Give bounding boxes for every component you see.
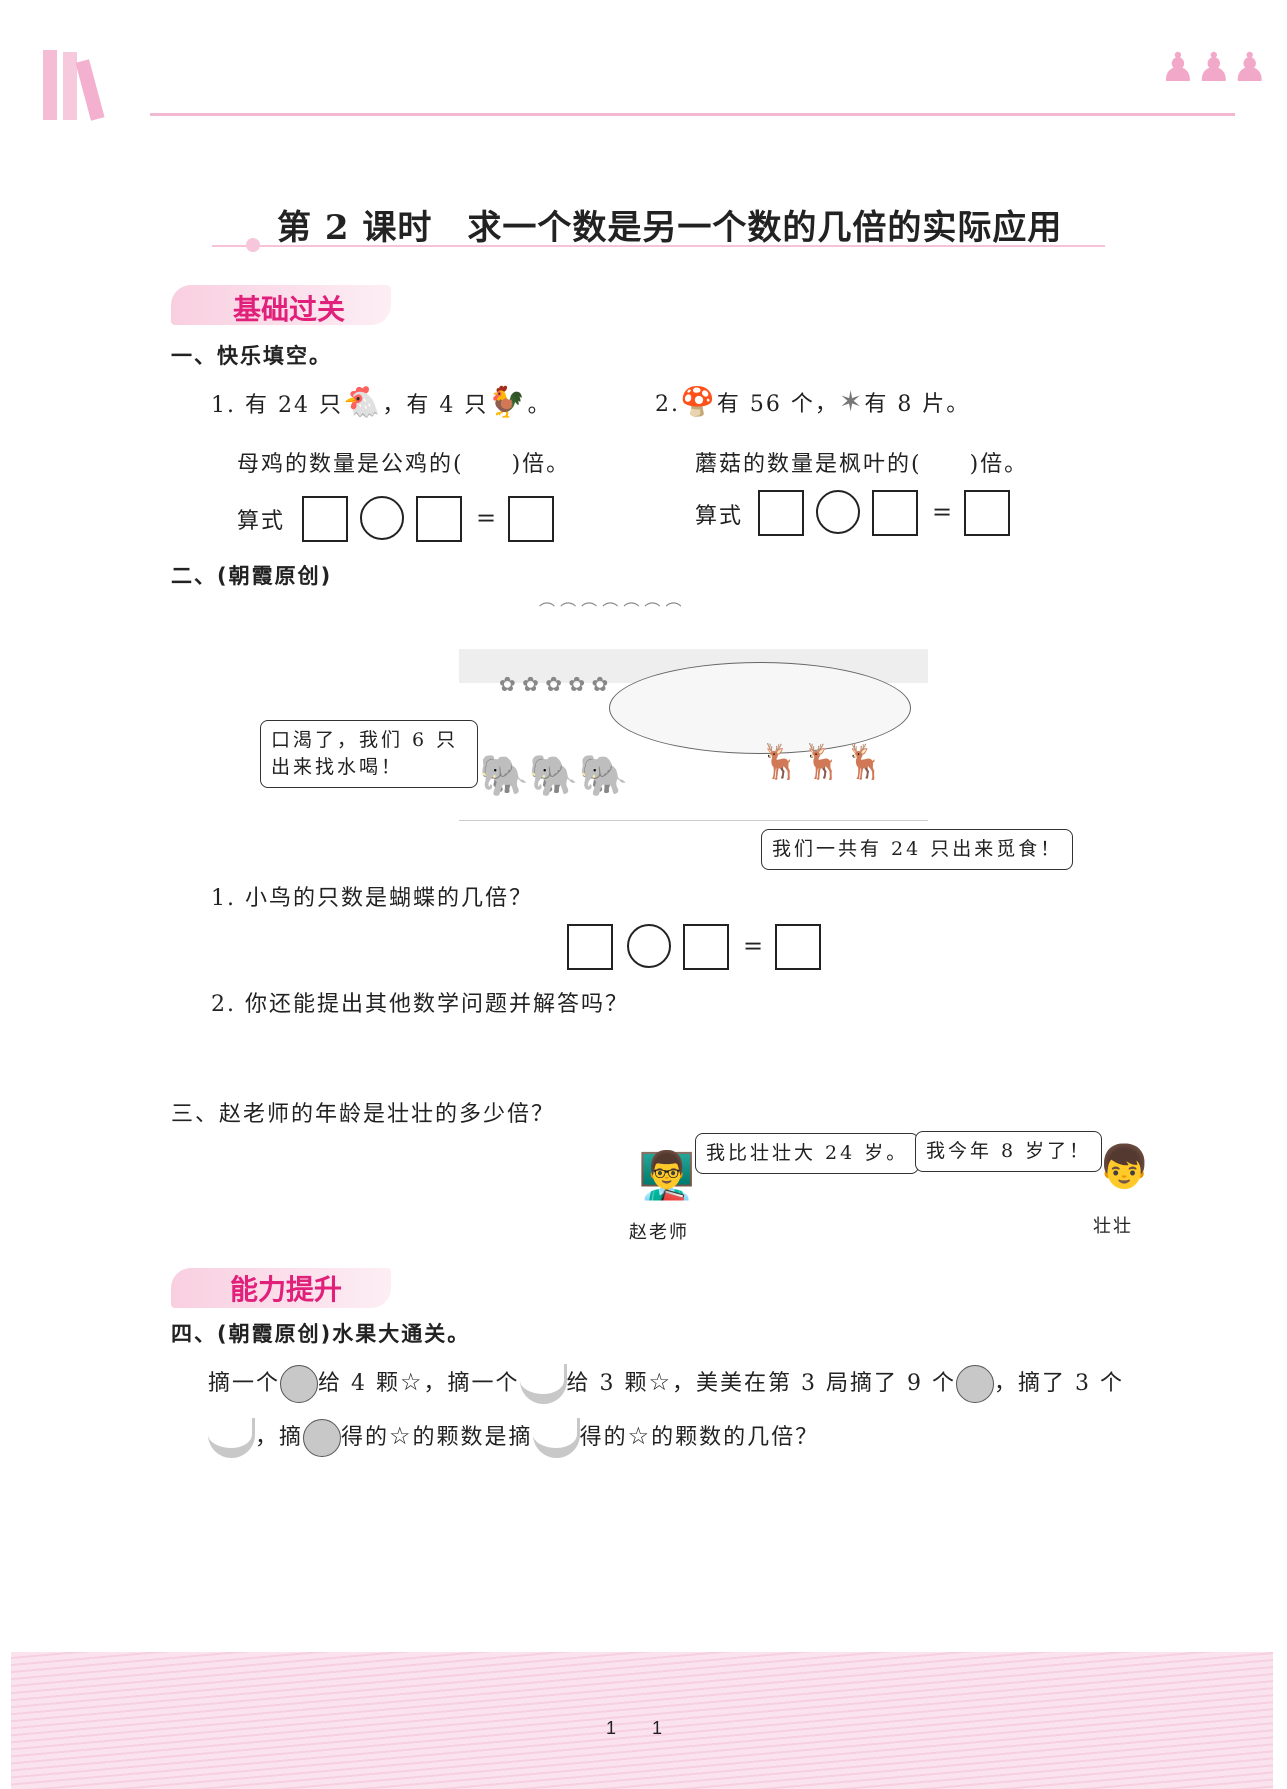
- speech-bubble-teacher: 我比壮壮大 24 岁。: [695, 1133, 920, 1174]
- section-advanced: 能力提升: [230, 1273, 343, 1306]
- answer-box[interactable]: [416, 496, 462, 542]
- footer-band: [11, 1652, 1273, 1789]
- q4-heading: 四、(朝霞原创)水果大通关。: [171, 1322, 471, 1346]
- equals-sign: =: [476, 504, 497, 532]
- operator-circle[interactable]: [627, 924, 671, 968]
- section-basic: 基础过关: [233, 293, 346, 326]
- banana-icon: [519, 1364, 567, 1404]
- q1-heading: 一、快乐填空。: [171, 344, 332, 368]
- q4-text: 的颗数是摘: [412, 1425, 533, 1450]
- animals-lake-illustration: 🐘🐘🐘 🦌🦌🦌 ✿ ✿ ✿ ✿ ✿ ⌒ ⌒ ⌒ ⌒ ⌒ ⌒ ⌒: [459, 592, 928, 821]
- answer-box[interactable]: [872, 490, 918, 536]
- star-icon: ☆: [648, 1368, 673, 1396]
- q4-text: 给 4 颗: [318, 1371, 400, 1396]
- answer-box[interactable]: [683, 924, 729, 970]
- q4-text: 得的: [341, 1425, 390, 1450]
- boy-icon: 👦: [1098, 1142, 1151, 1191]
- mushroom-icon: 🍄: [680, 385, 717, 418]
- star-icon: ☆: [400, 1368, 424, 1396]
- operator-circle[interactable]: [816, 490, 860, 534]
- banana-icon: [532, 1418, 580, 1458]
- answer-box[interactable]: [567, 924, 613, 970]
- page-number: 1 1: [606, 1718, 663, 1738]
- q4-text: 的颗数的几倍？: [651, 1425, 820, 1450]
- star-icon: ☆: [389, 1422, 413, 1450]
- q1-item2-sentence: 蘑菇的数量是枫叶的( )倍。: [695, 452, 1029, 477]
- maple-leaf-icon: ✶: [838, 385, 865, 418]
- operator-circle[interactable]: [360, 496, 404, 540]
- answer-box[interactable]: [302, 496, 348, 542]
- answer-box[interactable]: [758, 490, 804, 536]
- q1-item1-text-a: 1. 有 24 只: [211, 393, 343, 418]
- q1-item1: 1. 有 24 只🐔，有 4 只🐓。: [211, 385, 552, 420]
- q1-item1-text-b: ，有 4 只: [382, 393, 489, 418]
- q1-item2-text-a: 2.: [655, 392, 680, 417]
- q4-text: ，摘一个: [423, 1371, 520, 1396]
- q4-text: 摘一个: [208, 1371, 281, 1396]
- header-line: [150, 113, 1235, 116]
- graduation-cap-banner-icon: [171, 285, 391, 325]
- children-kite-icon: ♟♟♟: [1160, 45, 1268, 91]
- rooster-icon: 🐓: [488, 385, 528, 420]
- apple-icon: [956, 1365, 994, 1403]
- apple-icon: [280, 1365, 319, 1403]
- q4-text: 得的: [579, 1425, 628, 1450]
- q2-sub2: 2. 你还能提出其他数学问题并解答吗？: [211, 992, 629, 1017]
- teacher-icon: 👨‍🏫: [638, 1148, 696, 1202]
- q4-text: ，摘: [255, 1425, 304, 1450]
- formula-label-2: 算式: [695, 504, 744, 529]
- speech-bubble-kid: 我今年 8 岁了！: [915, 1131, 1103, 1172]
- apple-icon: [303, 1419, 342, 1457]
- q4-text: ，摘了 3 个: [994, 1371, 1124, 1396]
- books-logo-icon: [35, 30, 145, 125]
- q1-item2: 2.🍄有 56 个，✶有 8 片。: [655, 385, 970, 418]
- speech-bubble-deer: 我们一共有 24 只出来觅食！: [761, 829, 1074, 870]
- page-title: 第 2 课时 求一个数是另一个数的几倍的实际应用: [277, 208, 1063, 248]
- teacher-label: 赵老师: [629, 1222, 689, 1243]
- hen-icon: 🐔: [342, 385, 383, 420]
- q3-heading: 三、赵老师的年龄是壮壮的多少倍？: [171, 1102, 556, 1127]
- formula-label-1: 算式: [237, 509, 286, 534]
- star-icon: ☆: [627, 1422, 652, 1450]
- q1-item2-text-c: 有 8 片。: [864, 392, 971, 417]
- q2-sub1: 1. 小鸟的只数是蝴蝶的几倍？: [211, 886, 533, 911]
- kid-label: 壮壮: [1093, 1216, 1133, 1237]
- answer-box[interactable]: [775, 924, 821, 970]
- speech-bubble-elephants: 口渴了，我们 6 只出来找水喝！: [260, 720, 478, 788]
- banana-icon: [208, 1418, 255, 1458]
- q4-text: ，美美在第 3 局摘了 9 个: [672, 1371, 956, 1396]
- equals-sign: =: [932, 498, 953, 526]
- q1-item1-text-c: 。: [527, 393, 552, 418]
- q1-item1-sentence: 母鸡的数量是公鸡的( )倍。: [237, 452, 571, 477]
- q1-item2-text-b: 有 56 个，: [716, 392, 839, 417]
- answer-box[interactable]: [508, 496, 554, 542]
- q4-line1: 摘一个给 4 颗☆，摘一个给 3 颗☆，美美在第 3 局摘了 9 个，摘了 3 …: [208, 1364, 1124, 1404]
- q2-heading: 二、(朝霞原创): [171, 564, 333, 588]
- answer-box[interactable]: [964, 490, 1010, 536]
- equals-sign: =: [743, 932, 764, 960]
- q4-text: 给 3 颗: [566, 1371, 649, 1396]
- title-underline: [212, 245, 1105, 247]
- rocket-banner-icon: [171, 1268, 391, 1308]
- title-dot: [246, 238, 260, 252]
- q4-line2: ，摘得的☆的颗数是摘得的☆的颗数的几倍？: [208, 1418, 819, 1458]
